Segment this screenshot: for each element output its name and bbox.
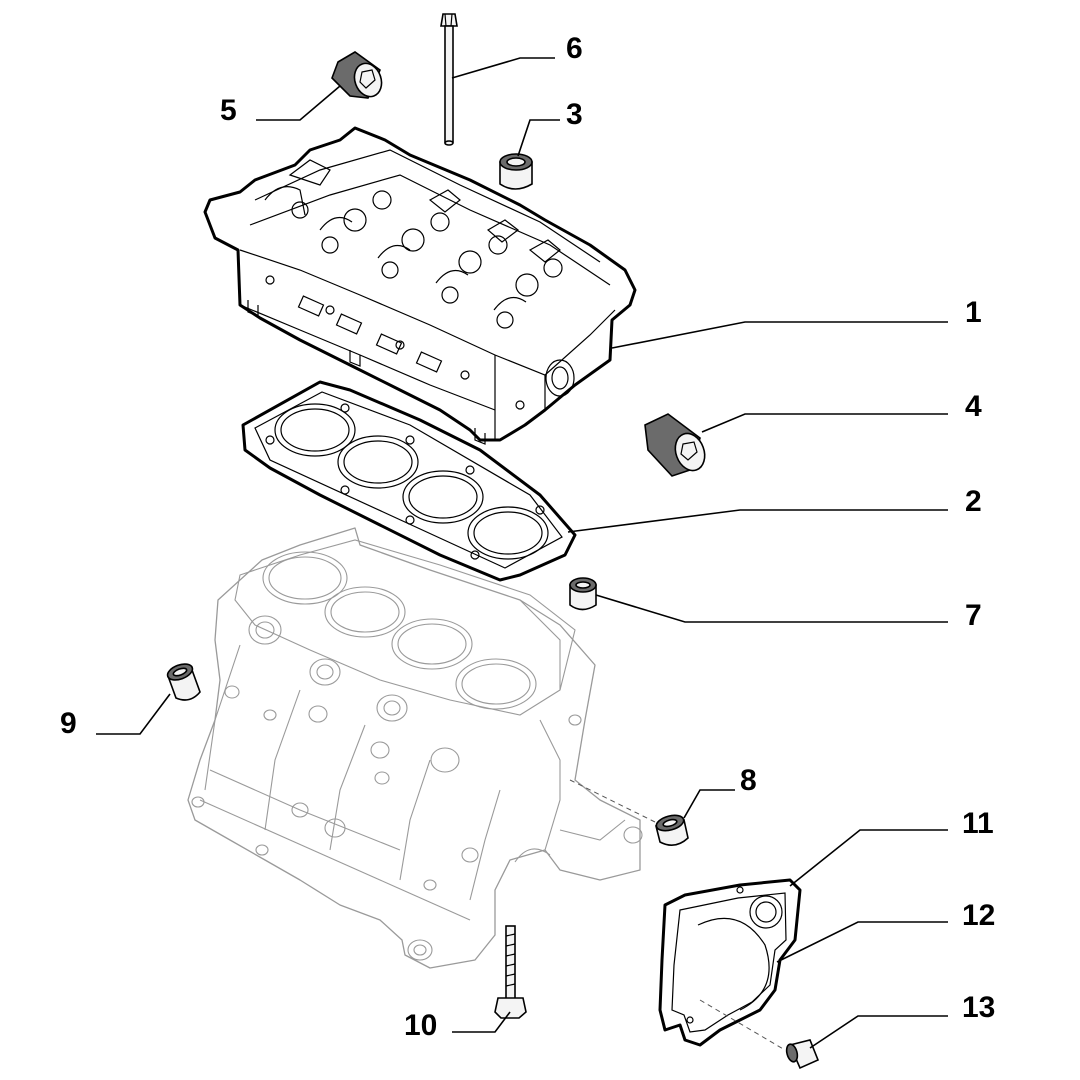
bushing-large xyxy=(331,51,383,99)
rear-cover-plate xyxy=(658,878,802,1047)
callout-2: 2 xyxy=(965,485,982,518)
dowel-sleeve-left xyxy=(166,663,201,701)
leader-4 xyxy=(701,413,948,433)
engine-block xyxy=(187,527,643,969)
cylinder-head xyxy=(203,126,637,445)
block-bolt xyxy=(494,925,527,1019)
bushing-right xyxy=(644,413,706,477)
callout-10: 10 xyxy=(404,1009,437,1042)
leader-9 xyxy=(96,693,171,735)
callout-8: 8 xyxy=(740,764,757,797)
head-bolt xyxy=(440,13,458,146)
leader-2 xyxy=(567,509,948,533)
dowel-sleeve-mid xyxy=(569,577,597,611)
assembly-line-13 xyxy=(699,999,786,1051)
plug xyxy=(785,1039,820,1070)
callout-4: 4 xyxy=(965,390,982,423)
callout-13: 13 xyxy=(962,991,995,1024)
leader-11 xyxy=(789,829,948,887)
callout-5: 5 xyxy=(220,94,237,127)
callout-11: 11 xyxy=(962,807,994,840)
leader-1 xyxy=(611,321,948,349)
callout-7: 7 xyxy=(965,599,982,632)
leader-6 xyxy=(451,57,555,79)
callout-3: 3 xyxy=(566,98,583,131)
head-gasket xyxy=(241,380,577,582)
dowel-sleeve-lower-right xyxy=(655,814,689,846)
leader-3 xyxy=(517,119,560,157)
leader-5 xyxy=(256,85,341,121)
leader-lines xyxy=(96,57,948,1049)
callout-6: 6 xyxy=(566,32,583,65)
callout-12: 12 xyxy=(962,899,995,932)
callout-9: 9 xyxy=(60,707,77,740)
leader-7 xyxy=(595,594,948,623)
assembly-line-8 xyxy=(569,779,656,823)
leader-12 xyxy=(776,921,948,963)
dowel-sleeve-top xyxy=(499,153,533,190)
callout-1: 1 xyxy=(965,296,982,329)
leader-8 xyxy=(683,789,735,819)
leader-13 xyxy=(809,1015,948,1049)
leader-10 xyxy=(452,1011,511,1033)
